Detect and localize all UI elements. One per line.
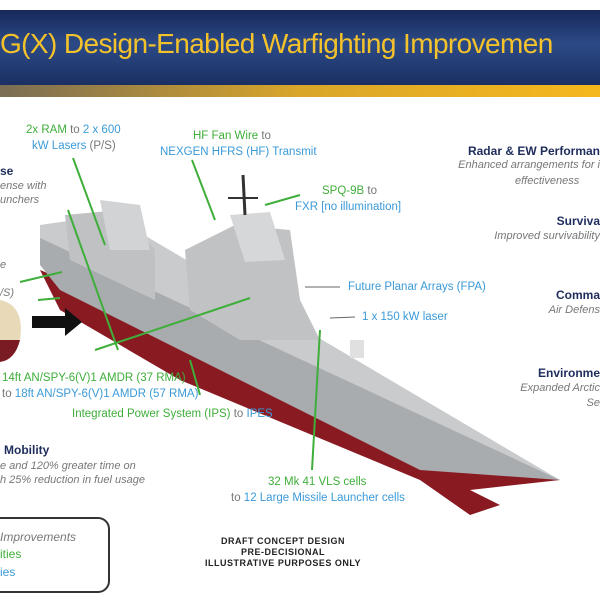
environment-text-1: Expanded Arctic — [520, 382, 600, 394]
environment-text-2: Se — [586, 397, 600, 409]
fwd-superstructure — [185, 225, 320, 340]
callout-spq: SPQ-9B to — [322, 185, 377, 197]
defense-heading: se — [0, 164, 14, 178]
callout-ram-lasers-2: kW Lasers (P/S) — [32, 140, 116, 152]
callout-laser: 1 x 150 kW laser — [362, 311, 448, 323]
callout-hf: HF Fan Wire to — [193, 130, 271, 142]
header-banner — [0, 10, 600, 85]
legend-item-improvements: Improvements — [0, 530, 77, 544]
radar-text-1: Enhanced arrangements for i — [458, 159, 600, 171]
callout-ips: Integrated Power System (IPS) to IPES — [72, 408, 273, 420]
gun-mount — [350, 340, 364, 358]
defense-text-1: ense with — [0, 180, 47, 192]
callout-spy-to: to 18ft AN/SPY-6(V)1 AMDR (57 RMA) — [2, 388, 199, 400]
defense-text-2: unchers — [0, 194, 40, 206]
legend-box — [0, 517, 110, 593]
survivability-text: Improved survivability — [494, 230, 600, 242]
legend-item-green: ities — [0, 547, 22, 561]
callout-spq-to: FXR [no illumination] — [295, 201, 402, 213]
callout-fpa: Future Planar Arrays (FPA) — [348, 281, 486, 293]
radar-heading: Radar & EW Performan — [467, 144, 600, 158]
radar-text-2: effectiveness — [515, 175, 580, 187]
left-mid-1: e — [0, 259, 7, 271]
legend-item-blue: ies — [0, 565, 16, 579]
mobility-heading: Mobility — [4, 443, 50, 457]
command-text: Air Defens — [548, 304, 600, 316]
callout-vls-to: to 12 Large Missile Launcher cells — [231, 492, 405, 504]
legacy-ship-partial — [0, 300, 21, 345]
transition-arrow-icon — [32, 308, 82, 336]
callout-ram-lasers: 2x RAM to 2 x 600 — [26, 124, 121, 136]
leader-lines — [19, 157, 321, 471]
environment-heading: Environme — [537, 366, 600, 380]
page-title: G(X) Design-Enabled Warfighting Improvem… — [0, 28, 553, 59]
mobility-text-2: h 25% reduction in fuel usage — [0, 474, 145, 486]
draft-line-1: DRAFT CONCEPT DESIGN — [220, 536, 345, 546]
callout-vls-from: 32 Mk 41 VLS cells — [268, 476, 367, 488]
deck — [40, 215, 560, 480]
mobility-text-1: e and 120% greater time on — [0, 460, 136, 472]
callout-spy-from: 14ft AN/SPY-6(V)1 AMDR (37 RMA) — [2, 372, 186, 384]
survivability-heading: Surviva — [556, 214, 600, 228]
callout-hf-to: NEXGEN HFRS (HF) Transmit — [160, 146, 317, 158]
gold-divider — [0, 85, 600, 97]
draft-line-3: ILLUSTRATIVE PURPOSES ONLY — [204, 558, 362, 568]
command-heading: Comma — [555, 288, 600, 302]
mast — [241, 174, 247, 216]
draft-line-2: PRE-DECISIONAL — [240, 547, 325, 557]
left-mid-2: /S) — [0, 287, 15, 299]
